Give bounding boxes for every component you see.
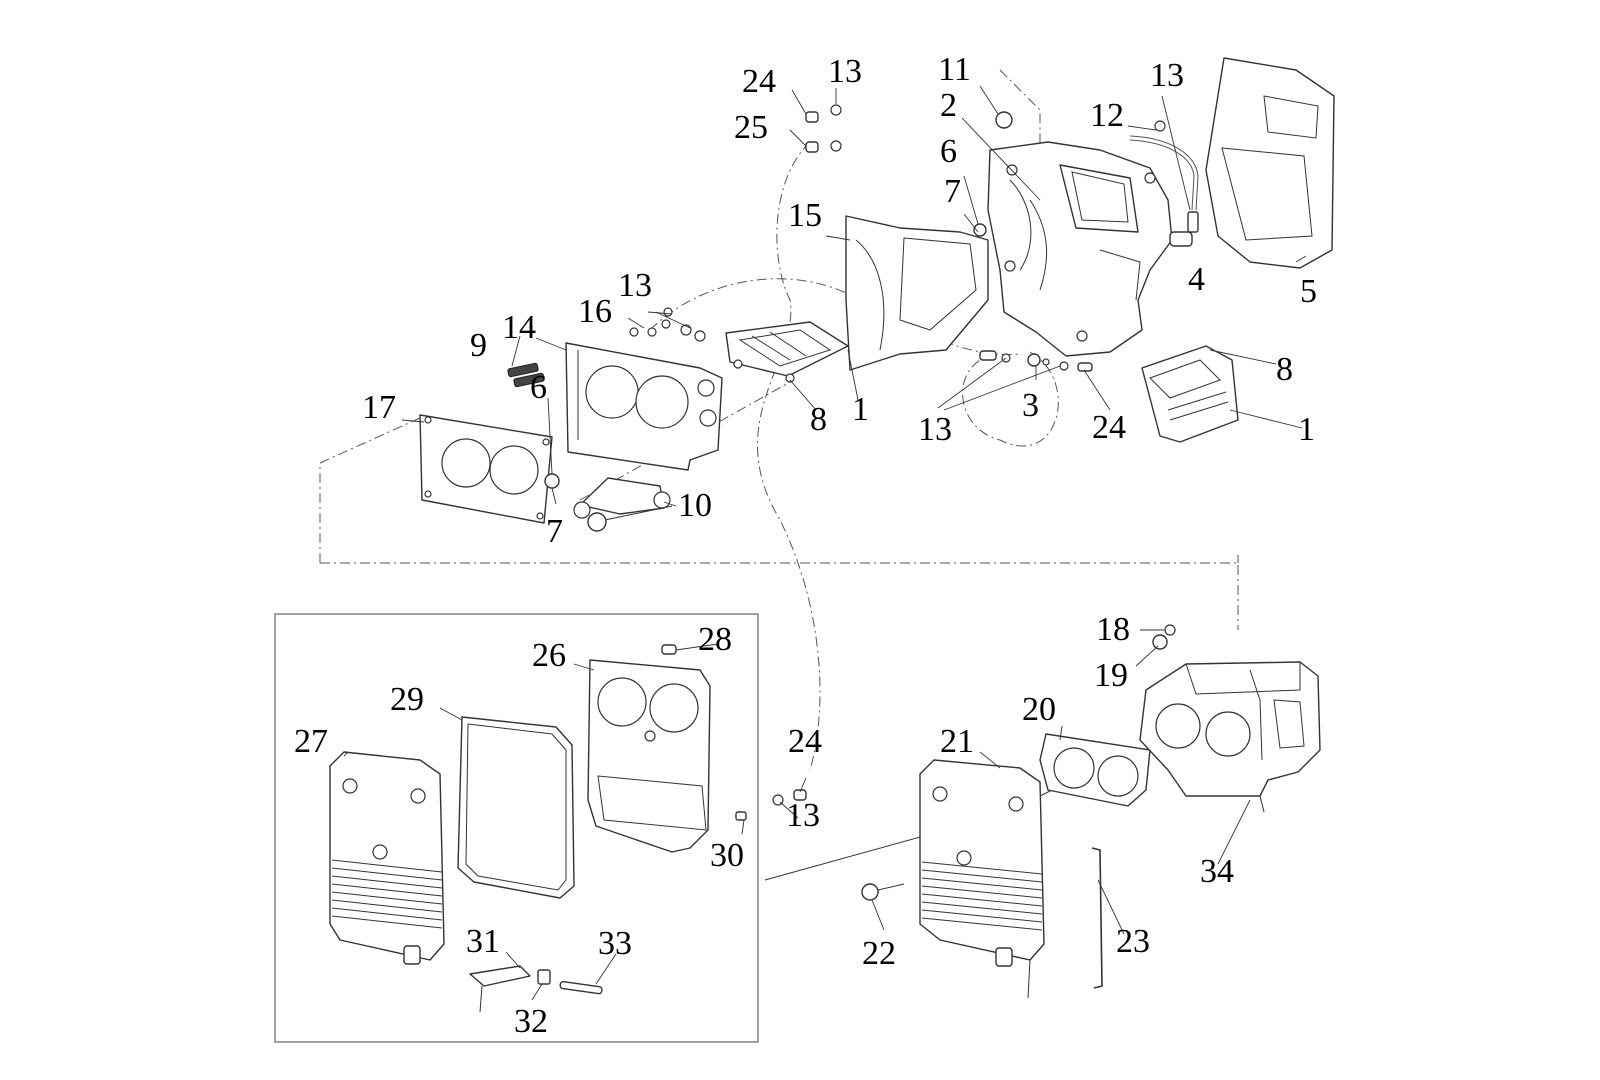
hose-12 [1129,120,1199,233]
callout-15: 15 [788,197,822,234]
callout-16: 16 [578,293,612,330]
filter-base-26 [587,659,711,853]
leader-lines [343,85,1307,1001]
callout-7: 7 [944,173,961,210]
air-filter-detail-box [274,613,759,1043]
callout-13: 13 [918,411,952,448]
nut-washer-18-19 [1152,624,1176,650]
engine-block-2 [987,141,1193,357]
callout-18: 18 [1096,611,1130,648]
callout-20: 20 [1022,691,1056,728]
callout-21: 21 [940,723,974,760]
callout-28: 28 [698,621,732,658]
callout-34: 34 [1200,853,1234,890]
callout-11: 11 [938,51,971,88]
callout-2: 2 [940,87,957,124]
callout-33: 33 [598,925,632,962]
callout-27: 27 [294,723,328,760]
filter-cover-27 [329,751,445,965]
callout-5: 5 [1300,273,1317,310]
callout-24: 24 [1092,409,1126,446]
callout-8: 8 [1276,351,1293,388]
callout-12: 12 [1090,97,1124,134]
screw-28 [661,644,677,655]
callout-29: 29 [390,681,424,718]
callout-13: 13 [1150,57,1184,94]
callout-6: 6 [530,369,547,406]
callout-23: 23 [1116,923,1150,960]
hose-fittings-24-25 [805,104,842,153]
manifold-plate-14 [565,342,723,519]
callout-1: 1 [852,391,869,428]
filter-cover-21 [919,759,1045,999]
callout-24: 24 [788,723,822,760]
nut-6-lower [544,473,560,489]
callout-8: 8 [810,401,827,438]
gasket-5 [1205,57,1335,269]
callout-14: 14 [502,309,536,346]
callout-32: 32 [514,1003,548,1040]
callout-25: 25 [734,109,768,146]
callout-19: 19 [1094,657,1128,694]
nut-6-upper [973,223,987,237]
pin-30 [735,811,747,821]
lever-31 [469,965,531,1013]
callout-13: 13 [828,53,862,90]
bolt-22 [861,883,905,901]
gasket-20 [1039,733,1151,807]
carburetor-34 [1139,661,1321,813]
callout-3: 3 [1022,387,1039,424]
callout-9: 9 [470,327,487,364]
rod-33 [559,980,603,995]
filter-gasket-29 [457,716,575,899]
callout-6: 6 [940,133,957,170]
callout-13: 13 [618,267,652,304]
callout-30: 30 [710,837,744,874]
rod-23 [1091,847,1103,989]
callout-10: 10 [678,487,712,524]
callout-labels: 24 13 25 11 2 6 7 12 13 4 5 15 13 16 14 … [294,51,1317,1040]
gasket-15 [845,215,989,371]
callout-7: 7 [546,513,563,550]
callout-1: 1 [1298,411,1315,448]
callout-26: 26 [532,637,566,674]
clip-32 [537,969,551,985]
reed-valve-1-right [1141,345,1239,443]
callout-24: 24 [742,63,776,100]
gasket-17 [419,414,553,524]
callout-4: 4 [1188,261,1205,298]
callout-13: 13 [786,797,820,834]
callout-22: 22 [862,935,896,972]
small-clips-16 [629,307,706,342]
callout-17: 17 [362,389,396,426]
fittings-3 [979,350,1093,372]
studs-9 [507,362,545,388]
callout-31: 31 [466,923,500,960]
reed-valve-1-left [725,321,849,383]
bolt-11 [995,111,1013,129]
bolt-10 [587,505,673,532]
